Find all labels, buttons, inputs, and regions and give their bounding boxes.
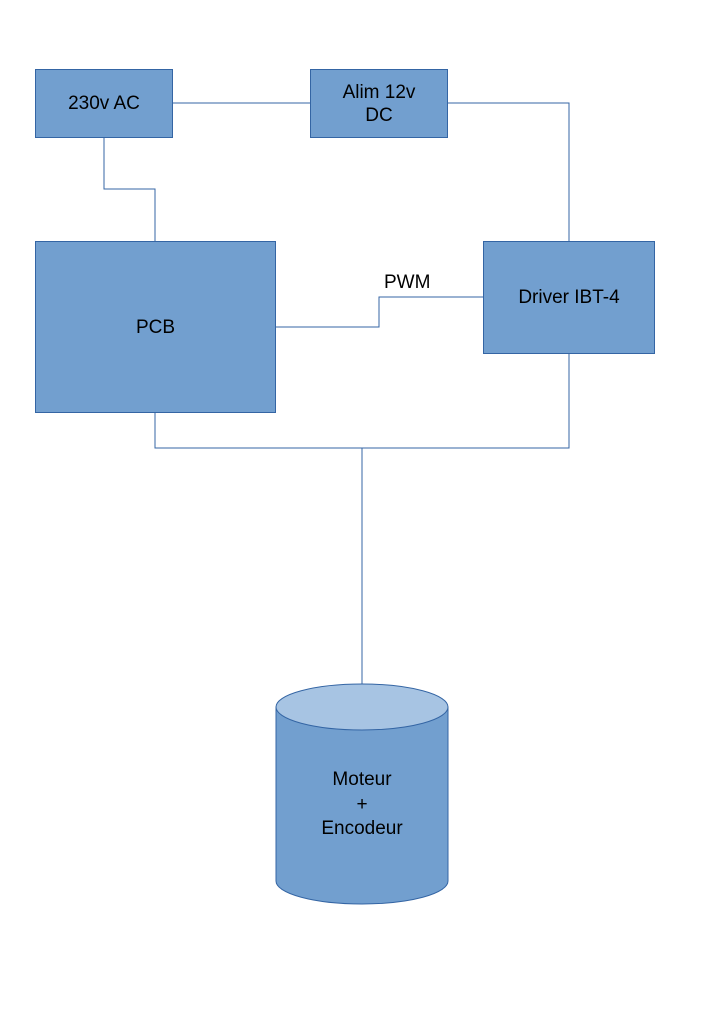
motor-label-line3: Encodeur — [321, 818, 403, 839]
ac-source-box: 230v AC — [35, 69, 173, 138]
wire-pwm — [276, 296, 483, 328]
power-supply-label: Alim 12v DC — [342, 81, 416, 126]
motor-label-line2: + — [356, 793, 368, 815]
wire-ac-to-pcb — [103, 138, 156, 241]
cylinder-body — [275, 706, 449, 905]
driver-label: Driver IBT-4 — [518, 287, 620, 308]
pwm-edge-label: PWM — [384, 272, 431, 293]
ac-source-label: 230v AC — [68, 93, 140, 114]
wire-alim-to-driver — [448, 102, 570, 241]
cylinder-top — [275, 683, 449, 731]
motor-cylinder — [275, 683, 449, 905]
motor-label: Moteur + Encodeur — [276, 768, 448, 842]
pcb-box: PCB — [35, 241, 276, 413]
motor-label-line1: Moteur — [332, 769, 392, 790]
pcb-label: PCB — [135, 316, 176, 338]
driver-box: Driver IBT-4 — [483, 241, 655, 354]
power-supply-box: Alim 12v DC — [310, 69, 448, 138]
